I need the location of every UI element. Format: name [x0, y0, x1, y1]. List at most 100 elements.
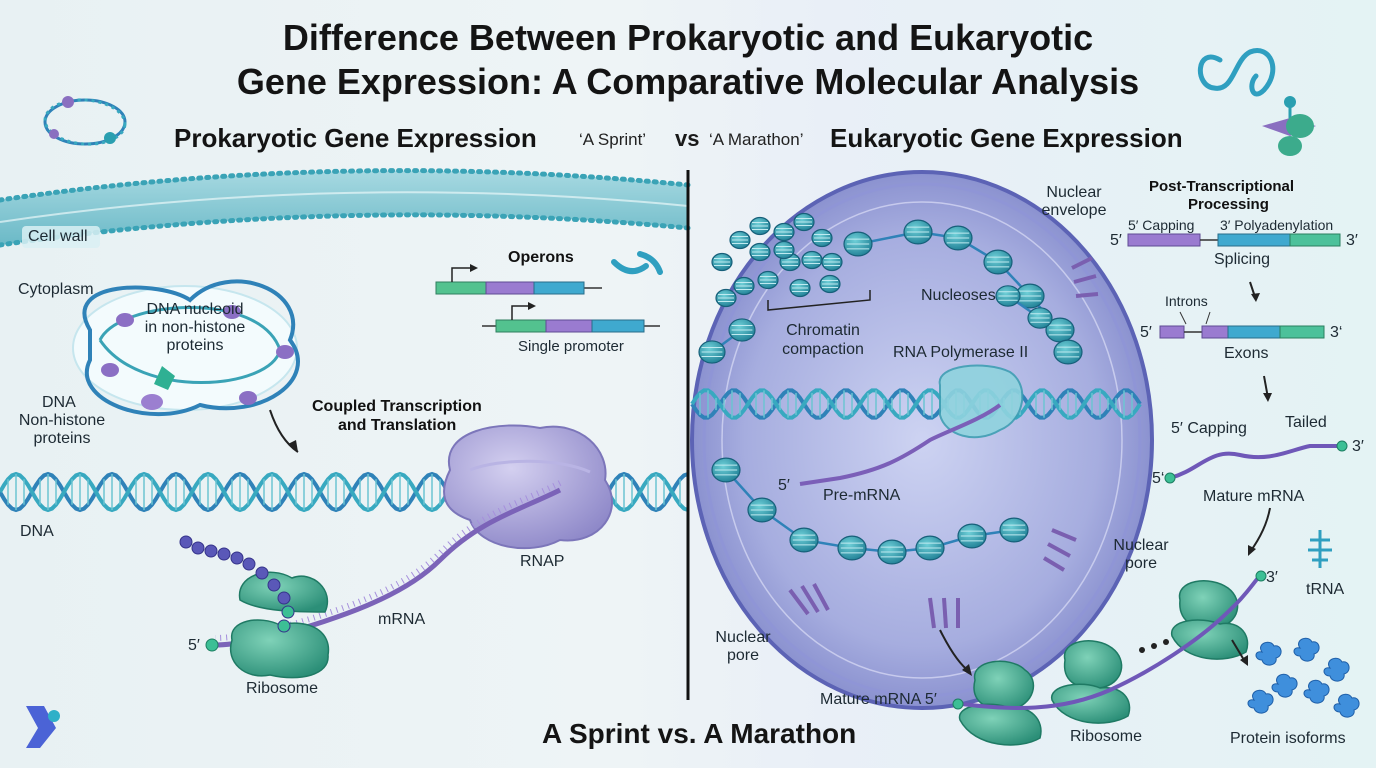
label-capping-1: 5′ Capping [1128, 217, 1195, 233]
label-cell-wall: Cell wall [28, 228, 88, 245]
plasmid-icon [43, 96, 127, 146]
label-nuclear-envelope-1: Nuclear [1046, 184, 1102, 201]
vs-label: vs [675, 126, 700, 151]
nucleoid-arrow-head [288, 440, 298, 452]
label-polyadenylation: 3′ Polyadenylation [1220, 217, 1334, 233]
label-mature-mrna: Mature mRNA [1203, 488, 1305, 505]
operon-diagram [435, 251, 663, 333]
label-five-a: 5′ [1110, 232, 1122, 249]
label-chromatin-1: Chromatin [786, 322, 860, 339]
protein-isoforms-cluster [1247, 637, 1360, 718]
label-introns: Introns [1165, 293, 1208, 309]
mature-mrna-strand [1169, 444, 1338, 480]
rna-loop-icon [1198, 48, 1276, 97]
processing-strand-1 [1127, 233, 1341, 247]
label-five-b: 5′ [1140, 324, 1152, 341]
label-protein-isoforms: Protein isoforms [1230, 730, 1346, 747]
label-five-c: 5‘ [1152, 470, 1165, 487]
rna-polymerase-ii [938, 364, 1024, 439]
brand-logo [26, 706, 60, 748]
mature-mrna-cap [1164, 472, 1176, 484]
label-trna: tRNA [1306, 581, 1345, 598]
quote-sprint: ‘A Sprint’ [579, 130, 647, 149]
mature-mrna-tail [1336, 440, 1348, 452]
nuclear-pore-top [1071, 256, 1099, 298]
label-ptp-2: Processing [1188, 196, 1269, 213]
label-chromatin-2: compaction [782, 341, 864, 358]
label-nucleoid-1: DNA nucleoid [146, 301, 244, 318]
label-mature-mrna-5: Mature mRNA 5′ [820, 691, 937, 708]
isoform-arrow-head [1240, 655, 1248, 666]
eukaryote-ribosome-1 [958, 660, 1042, 746]
label-three-d: 3′ [1266, 569, 1278, 586]
subtitle-eukaryotic: Eukaryotic Gene Expression [830, 123, 1183, 153]
title-line-2: Gene Expression: A Comparative Molecular… [236, 61, 1140, 102]
export-arrow-head [962, 664, 972, 676]
nuclear-pore-right [1042, 528, 1077, 572]
label-nuclear-pore-left-1: Nuclear [715, 629, 771, 646]
label-coupled-1: Coupled Transcription [312, 398, 482, 415]
cell-wall-membrane [0, 168, 691, 248]
label-ptp-1: Post-Transcriptional [1149, 178, 1295, 195]
cytoplasmic-mrna-end [1255, 570, 1267, 582]
to-ribosome-arrow [1249, 507, 1271, 553]
polypeptide-chain [179, 535, 295, 633]
label-nuclear-pore-right-2: pore [1124, 555, 1158, 572]
label-rna-polymerase: RNA Polymerase II [893, 344, 1029, 361]
quote-marathon: ‘A Marathon’ [709, 130, 804, 149]
label-coupled-2: and Translation [338, 417, 457, 434]
molecule-icon [1262, 96, 1316, 156]
pre-mrna-strand [799, 403, 1002, 486]
nuclear-pore-bottom [928, 597, 960, 629]
label-nucleoid-2: in non-histone [144, 319, 246, 336]
trna-icon [1308, 530, 1332, 568]
cytoplasmic-mrna [961, 576, 1260, 711]
label-mrna: mRNA [378, 611, 426, 628]
label-single-promoter: Single promoter [518, 338, 624, 355]
label-three-a: 3′ [1346, 232, 1358, 249]
label-nonhistone-1: Non-histone [18, 412, 106, 429]
label-tailed: Tailed [1285, 414, 1327, 431]
label-nuclear-pore-right-1: Nuclear [1113, 537, 1169, 554]
label-nucleoid-3: proteins [166, 337, 224, 354]
label-rnap: RNAP [520, 553, 565, 570]
title-line-1: Difference Between Prokaryotic and Eukar… [282, 17, 1094, 58]
chromatin-bracket [767, 290, 871, 311]
label-exons: Exons [1224, 345, 1269, 362]
label-three-b: 3‘ [1330, 324, 1343, 341]
subtitle-prokaryotic: Prokaryotic Gene Expression [174, 123, 537, 153]
label-splicing: Splicing [1214, 251, 1271, 268]
nucleosome-strings [698, 219, 1083, 565]
splicing-arrow-head [1251, 293, 1260, 302]
chromatin-cluster [711, 212, 843, 308]
processing-strand-2 [1159, 311, 1325, 339]
label-five-prime-nucleus: 5′ [778, 477, 790, 494]
footer-tagline: A Sprint vs. A Marathon [542, 718, 857, 749]
label-dna-small: DNA [42, 394, 76, 411]
label-five-prime-left: 5′ [188, 637, 200, 654]
ellipsis-dots [1139, 639, 1169, 653]
nucleoid-arrow [269, 409, 299, 453]
label-cytoplasm: Cytoplasm [18, 281, 94, 298]
label-nuclear-envelope-2: envelope [1041, 202, 1107, 219]
label-nonhistone-2: proteins [33, 430, 91, 447]
nuclear-pore-bottom-left [788, 583, 830, 616]
isoform-arrow [1231, 639, 1245, 661]
eukaryote-ribosome-2 [1051, 640, 1131, 724]
label-capping-2: 5′ Capping [1171, 420, 1247, 437]
label-nucleosomes: Nucleoses [921, 287, 996, 304]
cytoplasmic-mrna-cap [952, 698, 964, 710]
dna-nucleoid [72, 279, 300, 417]
rnap-enzyme [443, 424, 613, 550]
label-pre-mrna: Pre-mRNA [823, 487, 901, 504]
label-nuclear-pore-left-2: pore [726, 647, 760, 664]
label-ribosome-left: Ribosome [246, 680, 319, 697]
to-ribosome-arrow-head [1248, 545, 1256, 556]
label-operons: Operons [508, 249, 574, 266]
mature-arrow-head [1263, 393, 1272, 402]
label-three-c: 3′ [1352, 438, 1364, 455]
cell-wall-label-bg [22, 226, 100, 248]
label-ribosome-right: Ribosome [1070, 728, 1143, 745]
label-dna: DNA [20, 523, 54, 540]
